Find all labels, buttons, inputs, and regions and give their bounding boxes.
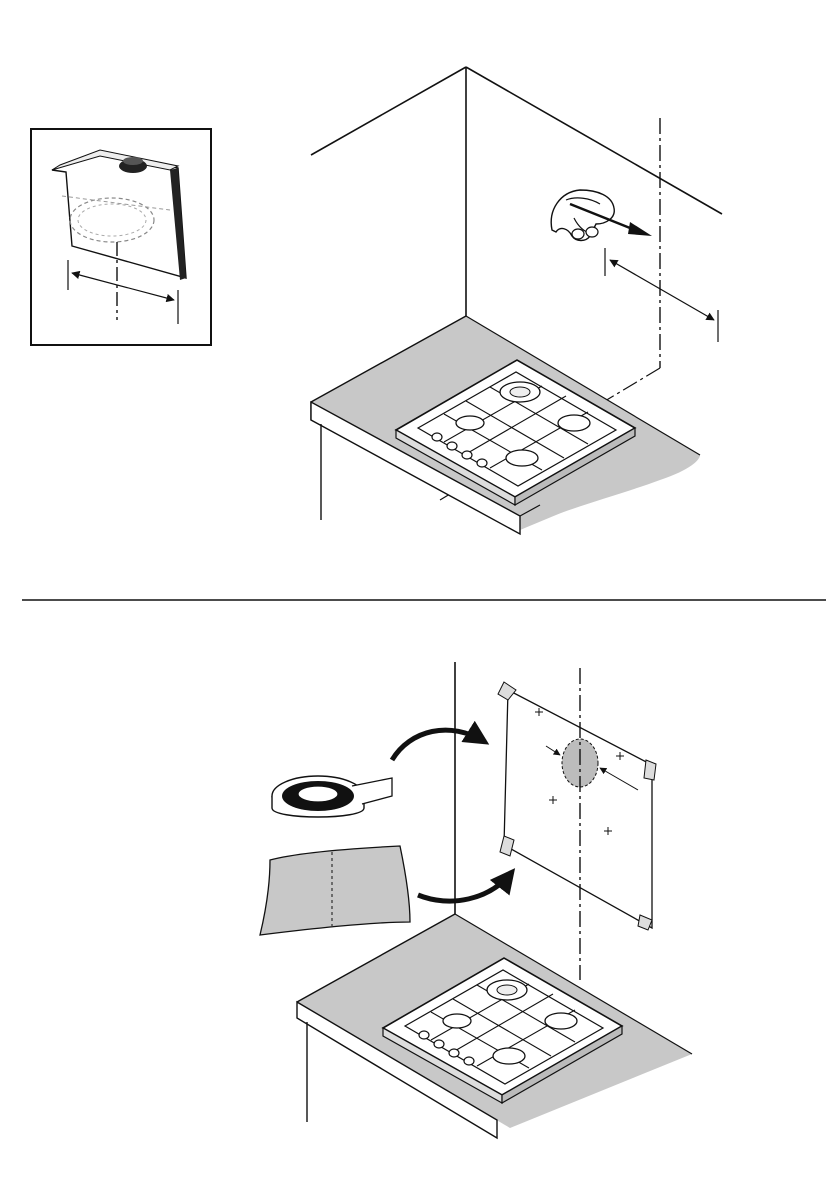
hand-pencil-icon [551,190,652,241]
paper-sheet-icon [260,846,410,935]
inset-hood-box [31,129,211,345]
step-1-panel [31,67,722,534]
step-2-panel [260,662,692,1138]
wall-width-dimension [605,248,718,342]
arrow-tape-to-wall [392,730,485,760]
arrow-paper-to-wall [418,872,512,901]
wall-corner [311,67,722,316]
template-on-wall [498,682,656,930]
tape-roll-icon [272,776,392,817]
